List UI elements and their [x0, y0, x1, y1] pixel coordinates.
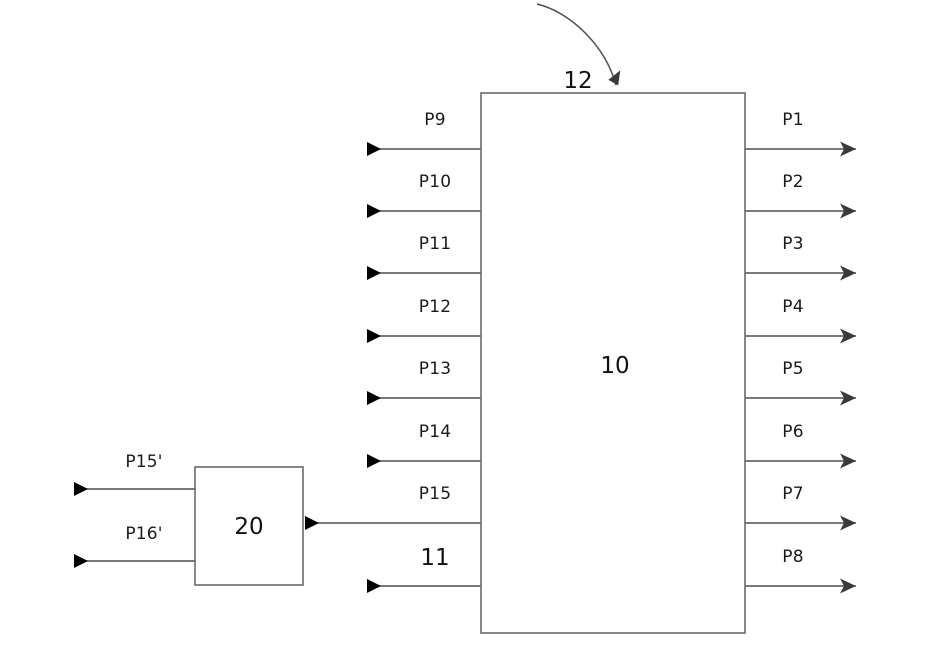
right-port-label-P6: P6: [782, 422, 804, 442]
callout-arrow-12: [536, 3, 621, 86]
ref-11: 11: [420, 545, 450, 571]
right-port-lines-group: [745, 141, 856, 594]
block-rectangles-group: [194, 92, 746, 634]
left-port-label-P11: P11: [418, 234, 452, 254]
callout-arrow-group: [536, 3, 621, 86]
main-block-label: 10: [600, 353, 630, 379]
secondary-output-label-P16-prime: P16': [125, 524, 163, 544]
secondary-block[interactable]: [194, 466, 304, 586]
left-port-lines-group: [305, 142, 481, 593]
right-port-label-P8: P8: [782, 547, 804, 567]
right-port-label-P4: P4: [782, 297, 804, 317]
right-port-label-P2: P2: [782, 172, 804, 192]
left-port-label-P12: P12: [418, 297, 452, 317]
left-port-label-P15: P15: [418, 484, 452, 504]
secondary-block-label: 20: [234, 514, 264, 540]
ref-12: 12: [563, 68, 593, 94]
secondary-output-lines-group: [74, 482, 195, 568]
left-port-label-P14: P14: [418, 422, 452, 442]
left-port-label-P9: P9: [424, 110, 446, 130]
right-port-label-P5: P5: [782, 359, 804, 379]
right-port-label-P7: P7: [782, 484, 804, 504]
right-port-label-P3: P3: [782, 234, 804, 254]
left-port-label-P13: P13: [418, 359, 452, 379]
secondary-output-label-P15-prime: P15': [125, 452, 163, 472]
main-block[interactable]: [480, 92, 746, 634]
right-port-label-P1: P1: [782, 110, 804, 130]
left-port-label-P10: P10: [418, 172, 452, 192]
